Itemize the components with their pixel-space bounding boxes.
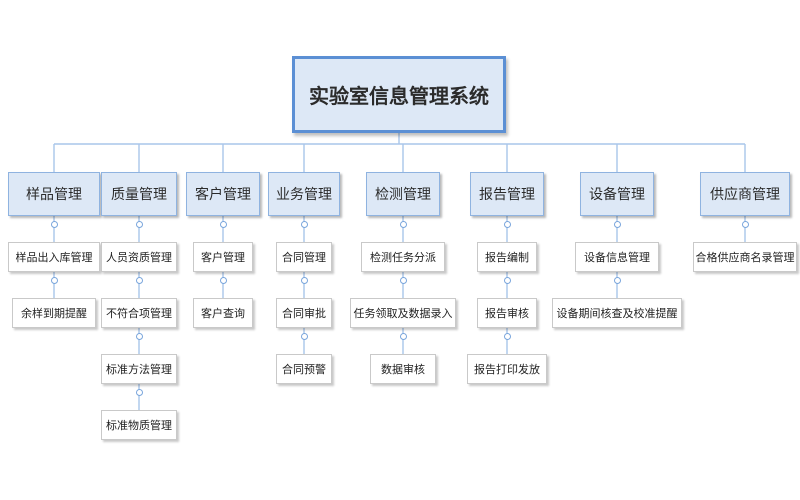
item-label: 人员资质管理 [106,251,172,264]
item-label: 报告打印发放 [474,363,540,376]
item-label: 检测任务分派 [370,251,436,264]
item-node[interactable]: 客户管理 [193,242,253,272]
item-label: 客户管理 [201,251,245,264]
collapse-toggle-icon[interactable] [300,276,308,284]
collapse-toggle-icon[interactable] [135,332,143,340]
item-node[interactable]: 标准方法管理 [101,354,177,384]
root-node[interactable]: 实验室信息管理系统 [292,56,506,133]
item-node[interactable]: 设备信息管理 [575,242,659,272]
category-node[interactable]: 质量管理 [101,172,177,216]
item-node[interactable]: 合同审批 [276,298,332,328]
item-label: 设备信息管理 [584,251,650,264]
item-label: 合同管理 [282,251,326,264]
item-label: 数据审核 [381,363,425,376]
category-node[interactable]: 设备管理 [580,172,654,216]
category-node[interactable]: 检测管理 [366,172,440,216]
item-label: 报告审核 [485,307,529,320]
item-label: 标准方法管理 [106,363,172,376]
category-label: 业务管理 [276,187,332,203]
item-node[interactable]: 报告审核 [477,298,537,328]
item-label: 标准物质管理 [106,419,172,432]
category-node[interactable]: 样品管理 [8,172,100,216]
item-node[interactable]: 合同管理 [276,242,332,272]
item-node[interactable]: 不符合项管理 [101,298,177,328]
item-node[interactable]: 人员资质管理 [101,242,177,272]
collapse-toggle-icon[interactable] [503,276,511,284]
collapse-toggle-icon[interactable] [300,332,308,340]
collapse-toggle-icon[interactable] [741,220,749,228]
item-node[interactable]: 样品出入库管理 [8,242,100,272]
item-label: 设备期间核查及校准提醒 [556,307,678,320]
item-node[interactable]: 检测任务分派 [361,242,445,272]
item-label: 合同审批 [282,307,326,320]
item-node[interactable]: 数据审核 [370,354,436,384]
category-label: 样品管理 [26,187,82,203]
item-node[interactable]: 报告打印发放 [467,354,547,384]
collapse-toggle-icon[interactable] [219,276,227,284]
item-label: 不符合项管理 [106,307,172,320]
item-label: 样品出入库管理 [15,251,93,264]
category-label: 检测管理 [375,187,431,203]
collapse-toggle-icon[interactable] [613,220,621,228]
item-node[interactable]: 合同预警 [276,354,332,384]
category-node[interactable]: 报告管理 [470,172,544,216]
collapse-toggle-icon[interactable] [300,220,308,228]
category-node[interactable]: 客户管理 [186,172,260,216]
root-label: 实验室信息管理系统 [309,84,489,108]
category-label: 供应商管理 [710,187,780,203]
item-node[interactable]: 任务领取及数据录入 [350,298,456,328]
collapse-toggle-icon[interactable] [135,220,143,228]
category-node[interactable]: 供应商管理 [700,172,790,216]
collapse-toggle-icon[interactable] [50,220,58,228]
item-node[interactable]: 报告编制 [477,242,537,272]
item-label: 合格供应商名录管理 [695,251,795,264]
item-node[interactable]: 余样到期提醒 [12,298,96,328]
collapse-toggle-icon[interactable] [503,332,511,340]
item-node[interactable]: 合格供应商名录管理 [693,242,797,272]
collapse-toggle-icon[interactable] [613,276,621,284]
item-label: 合同预警 [282,363,326,376]
item-label: 余样到期提醒 [21,307,87,320]
item-label: 报告编制 [485,251,529,264]
item-node[interactable]: 设备期间核查及校准提醒 [552,298,682,328]
category-label: 客户管理 [195,187,251,203]
collapse-toggle-icon[interactable] [399,276,407,284]
collapse-toggle-icon[interactable] [50,276,58,284]
collapse-toggle-icon[interactable] [399,220,407,228]
category-label: 报告管理 [479,187,535,203]
item-node[interactable]: 标准物质管理 [101,410,177,440]
collapse-toggle-icon[interactable] [399,332,407,340]
category-label: 设备管理 [589,187,645,203]
item-label: 任务领取及数据录入 [353,307,453,320]
category-label: 质量管理 [111,187,167,203]
category-node[interactable]: 业务管理 [268,172,340,216]
item-label: 客户查询 [201,307,245,320]
collapse-toggle-icon[interactable] [135,388,143,396]
item-node[interactable]: 客户查询 [193,298,253,328]
collapse-toggle-icon[interactable] [219,220,227,228]
collapse-toggle-icon[interactable] [503,220,511,228]
collapse-toggle-icon[interactable] [135,276,143,284]
